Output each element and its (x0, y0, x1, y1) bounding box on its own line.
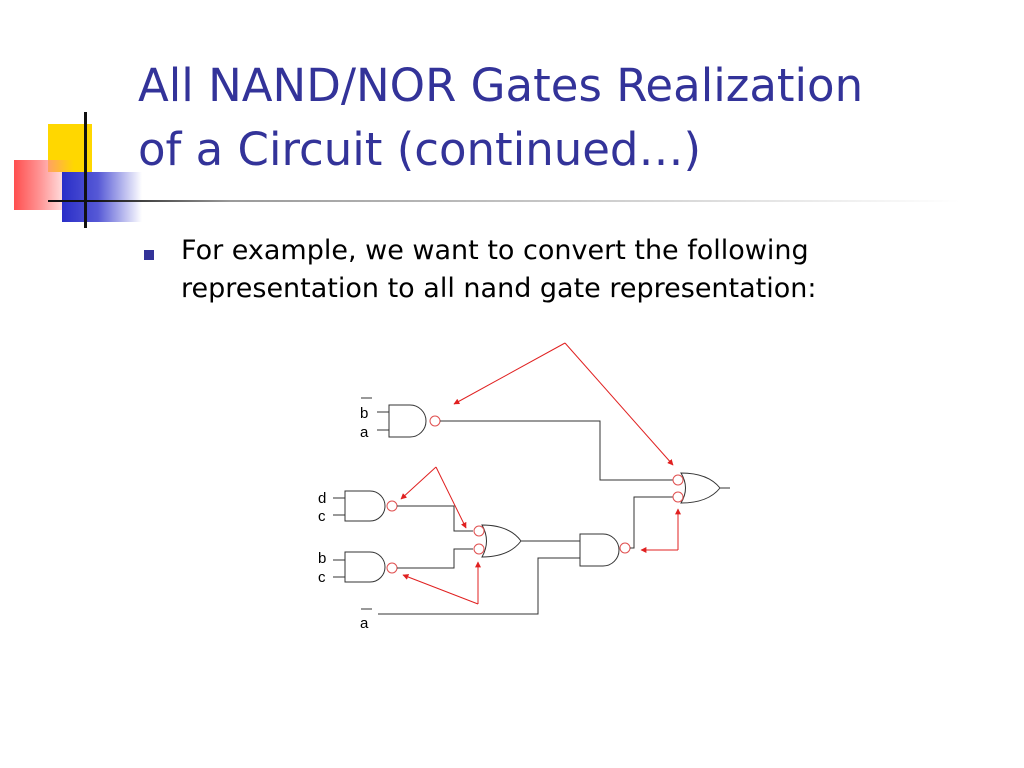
input-label-b-low: b (318, 550, 326, 567)
decor-vertical-line (84, 112, 87, 228)
or-gate-middle (473, 524, 522, 558)
wire (630, 496, 673, 549)
inversion-bubble (473, 543, 485, 555)
title-line-2: of a Circuit (continued…) (138, 123, 702, 176)
bullet-line-2: representation to all nand gate represen… (181, 273, 817, 304)
title-underline (48, 200, 960, 202)
wire (378, 557, 580, 615)
nand-gate-top (388, 404, 441, 438)
bullet-text: For example, we want to convert the foll… (181, 232, 961, 308)
input-label-d: d (318, 490, 326, 507)
slide-title: All NAND/NOR Gates Realization of a Circ… (138, 54, 998, 182)
wire (440, 420, 673, 481)
nand-gate-bc (344, 551, 398, 583)
inversion-bubble (672, 474, 684, 486)
arrow-to-or-input (435, 466, 467, 529)
nand-gate-right (579, 533, 631, 567)
arrow-to-top-nand (453, 342, 566, 405)
annotation-arrows (400, 342, 681, 605)
arrow-to-final-or (564, 342, 674, 466)
input-label-a-top: a (360, 424, 369, 441)
input-label-b-top: b (360, 405, 368, 422)
arrow-to-dc-bubble (400, 466, 437, 500)
title-line-1: All NAND/NOR Gates Realization (138, 59, 864, 112)
inversion-bubble (429, 415, 441, 427)
inversion-bubble (386, 562, 398, 574)
arrow-to-bc-bubble (402, 574, 479, 605)
wire (397, 505, 473, 532)
or-gate-final (672, 472, 721, 504)
input-label-a-bottom: a (360, 615, 369, 632)
bullet-line-1: For example, we want to convert the foll… (181, 235, 809, 266)
bullet-square-icon (144, 250, 154, 260)
inversion-bubble (386, 500, 398, 512)
decor-blue-gradient (62, 172, 142, 222)
inversion-bubble (619, 542, 631, 554)
input-label-c-low: c (318, 569, 326, 586)
nand-gate-dc (344, 490, 398, 522)
wire (397, 548, 473, 569)
inversion-bubble (473, 525, 485, 537)
inversion-bubble (672, 491, 684, 503)
input-label-c-mid: c (318, 508, 326, 525)
